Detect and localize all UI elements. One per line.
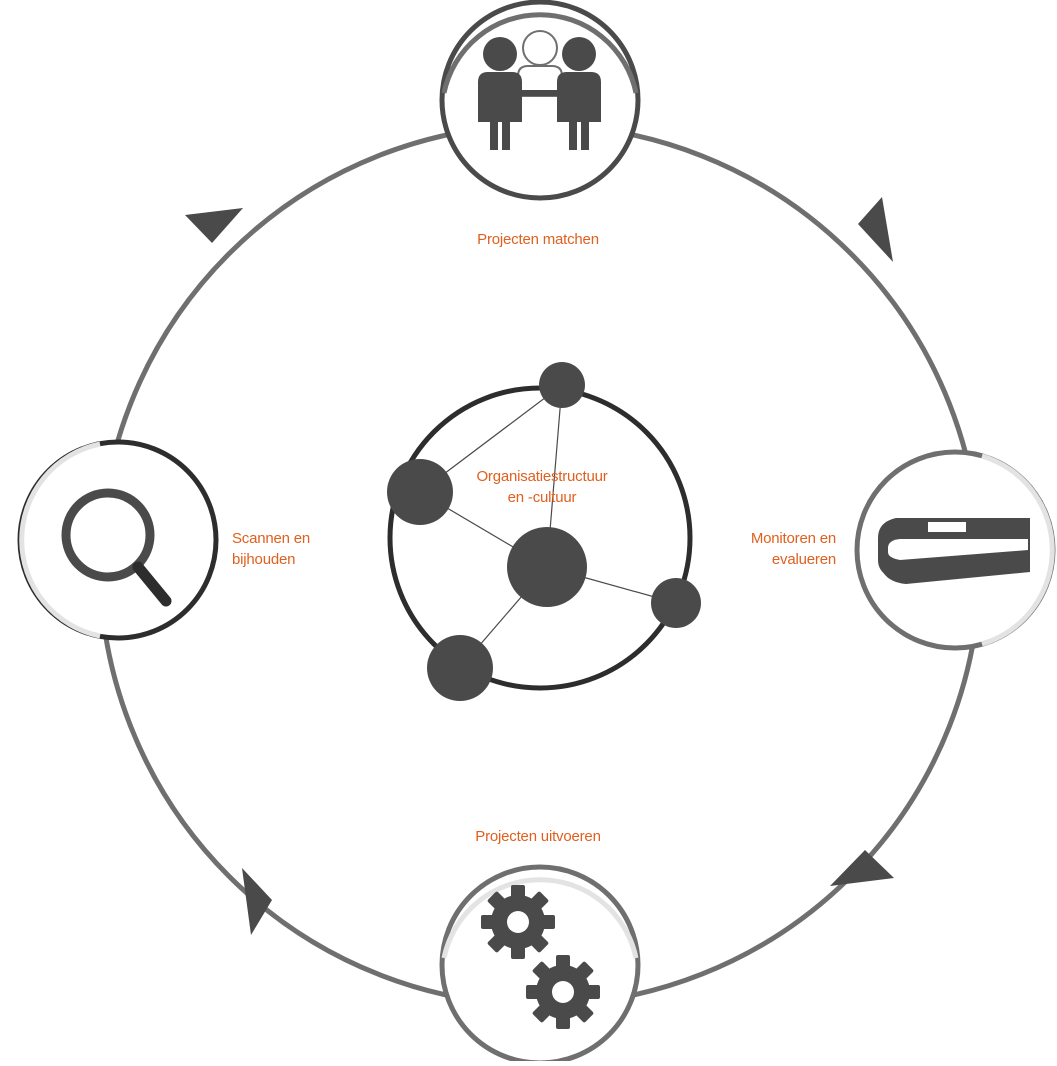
step-label-left: Scannen en bijhouden xyxy=(232,528,310,570)
network-node-hub xyxy=(507,527,587,607)
network-node xyxy=(427,635,493,701)
people-icon xyxy=(478,30,601,150)
step-node-bottom xyxy=(439,864,641,1066)
network-node xyxy=(387,459,453,525)
center-label: Organisatiestructuur en -cultuur xyxy=(476,466,607,508)
network-icon xyxy=(387,362,701,701)
center-label-line1: Organisatiestructuur xyxy=(476,468,608,485)
step-label-top: Projecten matchen xyxy=(477,231,599,248)
step-node-top xyxy=(439,0,641,201)
step-label-right-line1: Monitoren en xyxy=(750,530,836,547)
step-node-left xyxy=(17,439,219,641)
cycle-arrow-bottom-right xyxy=(830,850,894,886)
step-node-right xyxy=(854,449,1056,651)
network-node xyxy=(651,578,701,628)
cycle-arrow-bottom-left xyxy=(242,868,272,935)
magnifier-icon xyxy=(61,488,172,607)
book-icon xyxy=(878,518,1030,584)
step-label-left-line1: Scannen en xyxy=(232,530,311,547)
gears-icon xyxy=(481,885,600,1029)
cycle-arrow-top-right xyxy=(858,197,893,262)
step-label-bottom: Projecten uitvoeren xyxy=(475,828,601,845)
step-label-left-line2: bijhouden xyxy=(232,551,296,568)
network-node xyxy=(539,362,585,408)
cycle-arrow-top-left xyxy=(185,208,243,243)
step-label-right-line2: evalueren xyxy=(771,551,836,568)
center-label-line2: en -cultuur xyxy=(507,489,577,506)
step-label-right: Monitoren en evalueren xyxy=(751,528,836,570)
